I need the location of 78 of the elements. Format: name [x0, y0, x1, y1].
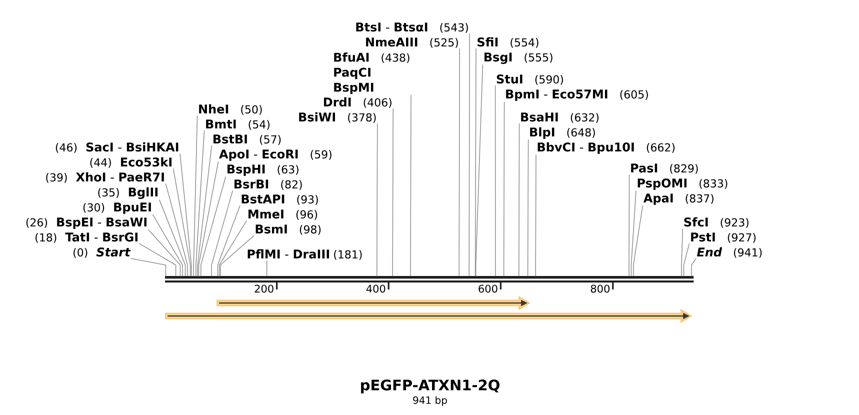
leader-line — [474, 48, 476, 277]
site-label: NheI (50) — [199, 104, 262, 115]
map-caption: 941 bp — [413, 396, 447, 406]
map-title: pEGFP-ATXN1-2Q — [361, 380, 500, 394]
leader-line — [266, 260, 268, 277]
leader-line — [130, 258, 166, 277]
site-label: SfcI (923) — [684, 217, 748, 228]
site-label: PflMI - DraIII (181) — [248, 249, 362, 260]
leader-line — [211, 190, 234, 277]
leader-line — [683, 243, 690, 277]
leader-line — [196, 130, 205, 277]
site-label: (39) XhoI - PaeR7I — [46, 172, 164, 183]
leader-line — [633, 205, 644, 277]
site-label: End (941) — [696, 247, 762, 258]
leader-line — [218, 220, 248, 277]
leader-line — [180, 153, 192, 277]
leader-line — [458, 48, 460, 277]
site-label: ApaI (837) — [643, 194, 714, 205]
leader-line — [220, 235, 254, 277]
tick-label: 800 — [590, 284, 610, 293]
leader-line — [148, 229, 181, 277]
site-label: StuI (590) — [496, 74, 563, 85]
leader-line — [410, 94, 412, 277]
site-label: BstBI (57) — [214, 134, 281, 145]
site-label: BsiWI (378) — [299, 112, 376, 123]
site-label: BmtI (54) — [206, 120, 270, 130]
leader-line — [475, 64, 484, 277]
leader-line — [376, 123, 378, 277]
leader-line — [165, 183, 188, 277]
tick-label: 400 — [366, 284, 386, 293]
site-label: (0) Start — [74, 248, 131, 258]
site-label: BfuAI (438) PaqCI BspMI — [334, 52, 410, 94]
leader-line — [152, 214, 183, 277]
site-label: (35) BglII — [98, 187, 158, 199]
leader-line — [628, 174, 630, 277]
leader-line — [503, 101, 505, 277]
site-label: ApoI - EcoRI (59) — [219, 150, 332, 161]
site-label: BsaHI (632) — [521, 112, 599, 123]
leader-line — [198, 161, 219, 277]
tick-label: 200 — [254, 284, 274, 293]
site-label: BsgI (555) — [484, 52, 552, 64]
site-label: PstI (927) — [691, 232, 756, 243]
tick-label: 600 — [478, 284, 498, 293]
site-label: (44) Eco53kI — [90, 157, 172, 168]
site-label: BsrBI (82) — [234, 180, 302, 190]
leader-line — [392, 108, 394, 277]
site-label: SfiI (554) — [478, 37, 538, 48]
leader-line — [527, 139, 529, 277]
site-label: (26) BspEI - BsaWI — [26, 218, 146, 229]
leader-line — [468, 33, 470, 277]
leader-line — [535, 154, 536, 277]
site-label: (46) SacI - BsiHKAI — [56, 142, 178, 153]
leader-line — [172, 168, 191, 277]
leader-line — [138, 243, 176, 277]
leader-line — [200, 176, 226, 277]
leader-line — [158, 199, 186, 277]
site-label: (30) BpuEI — [83, 202, 151, 214]
site-label: BsmI (98) — [256, 224, 321, 235]
leader-line — [630, 190, 636, 277]
site-label: BstAPI (93) — [242, 194, 318, 205]
leader-line — [518, 123, 520, 277]
site-label: BbvCI - Bpu10I (662) — [538, 142, 675, 154]
site-label: BlpI (648) — [530, 127, 595, 139]
site-label: MmeI (96) — [248, 210, 318, 220]
site-label: (18) TatI - BsrGI — [36, 232, 138, 243]
leader-line — [193, 115, 198, 277]
site-label: BpmI - Eco57MI (605) — [506, 90, 648, 101]
leader-line — [197, 145, 212, 277]
site-label: NmeAIII (525) — [366, 38, 458, 48]
leader-line — [494, 85, 496, 277]
site-label: BtsI - BtsαI (543) — [356, 22, 468, 33]
leader-line — [681, 228, 684, 277]
site-label: PasI (829) — [631, 164, 698, 174]
site-label: PspOMI (833) — [638, 178, 728, 190]
site-label: BspHI (63) — [228, 164, 298, 176]
leader-line — [217, 205, 240, 277]
leader-line — [691, 258, 696, 277]
site-label: DrdI (406) — [324, 97, 392, 108]
